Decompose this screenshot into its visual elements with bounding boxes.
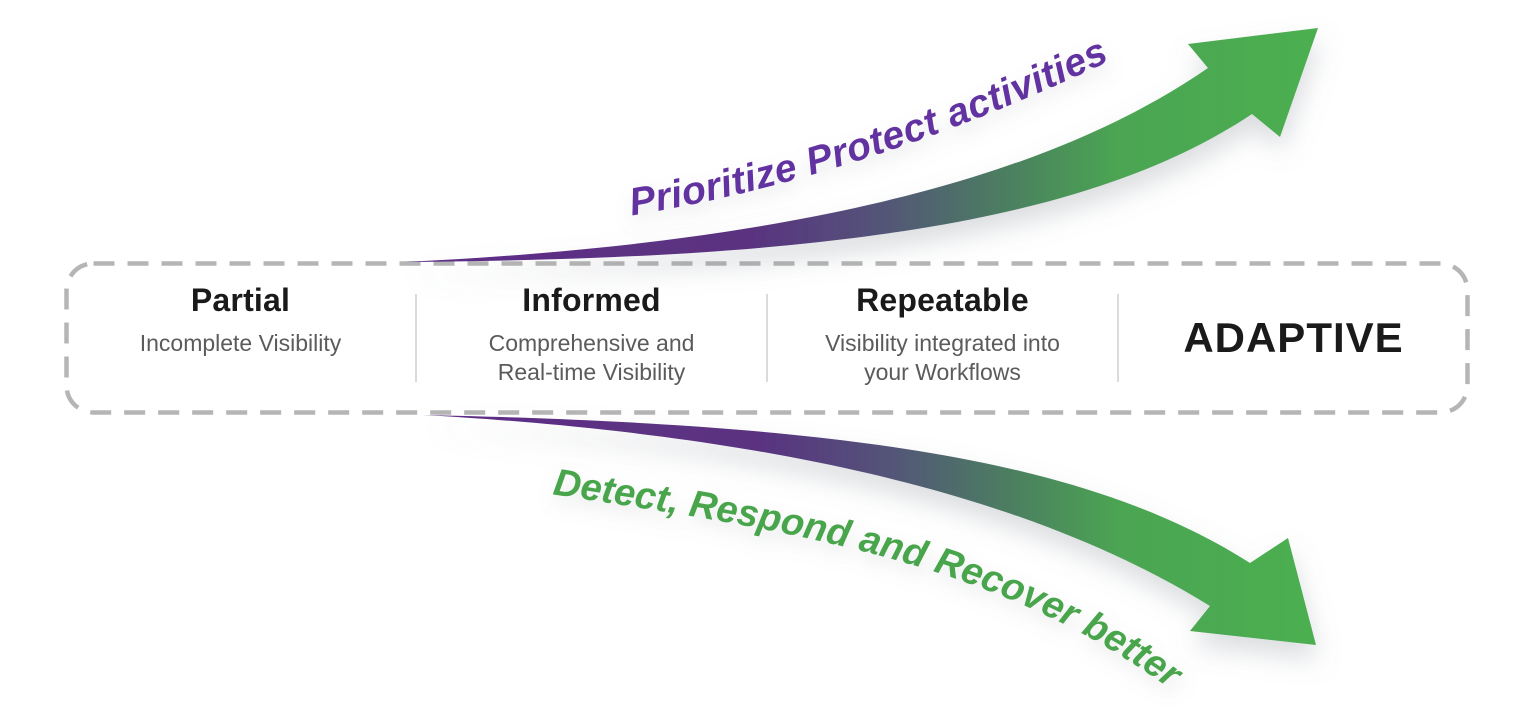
stage-subtitle: Comprehensive and Real-time Visibility [489,329,695,386]
subtitle-line: your Workflows [864,358,1021,385]
stage-title: Repeatable [856,282,1029,318]
stage-title: ADAPTIVE [1183,313,1404,361]
stage-title: Partial [190,282,291,318]
maturity-stages: Partial Incomplete Visibility Informed C… [66,263,1468,413]
bottom-arrow [423,415,1316,645]
column-divider [415,294,417,382]
stage-subtitle: Incomplete Visibility [140,329,342,358]
stage-repeatable: Repeatable Visibility integrated into yo… [768,263,1117,413]
subtitle-line: Visibility integrated into [825,330,1060,357]
stage-adaptive: ADAPTIVE [1119,263,1468,413]
stage-informed: Informed Comprehensive and Real-time Vis… [417,263,766,413]
stage-title: Informed [522,282,661,318]
column-divider [766,294,768,382]
stage-partial: Partial Incomplete Visibility [66,263,415,413]
stage-subtitle: Visibility integrated into your Workflow… [825,329,1060,386]
subtitle-line: Incomplete Visibility [139,330,342,357]
subtitle-line: Real-time Visibility [497,358,686,385]
column-divider [1117,294,1119,382]
top-arrow [405,28,1318,262]
subtitle-line: Comprehensive and [488,330,695,357]
